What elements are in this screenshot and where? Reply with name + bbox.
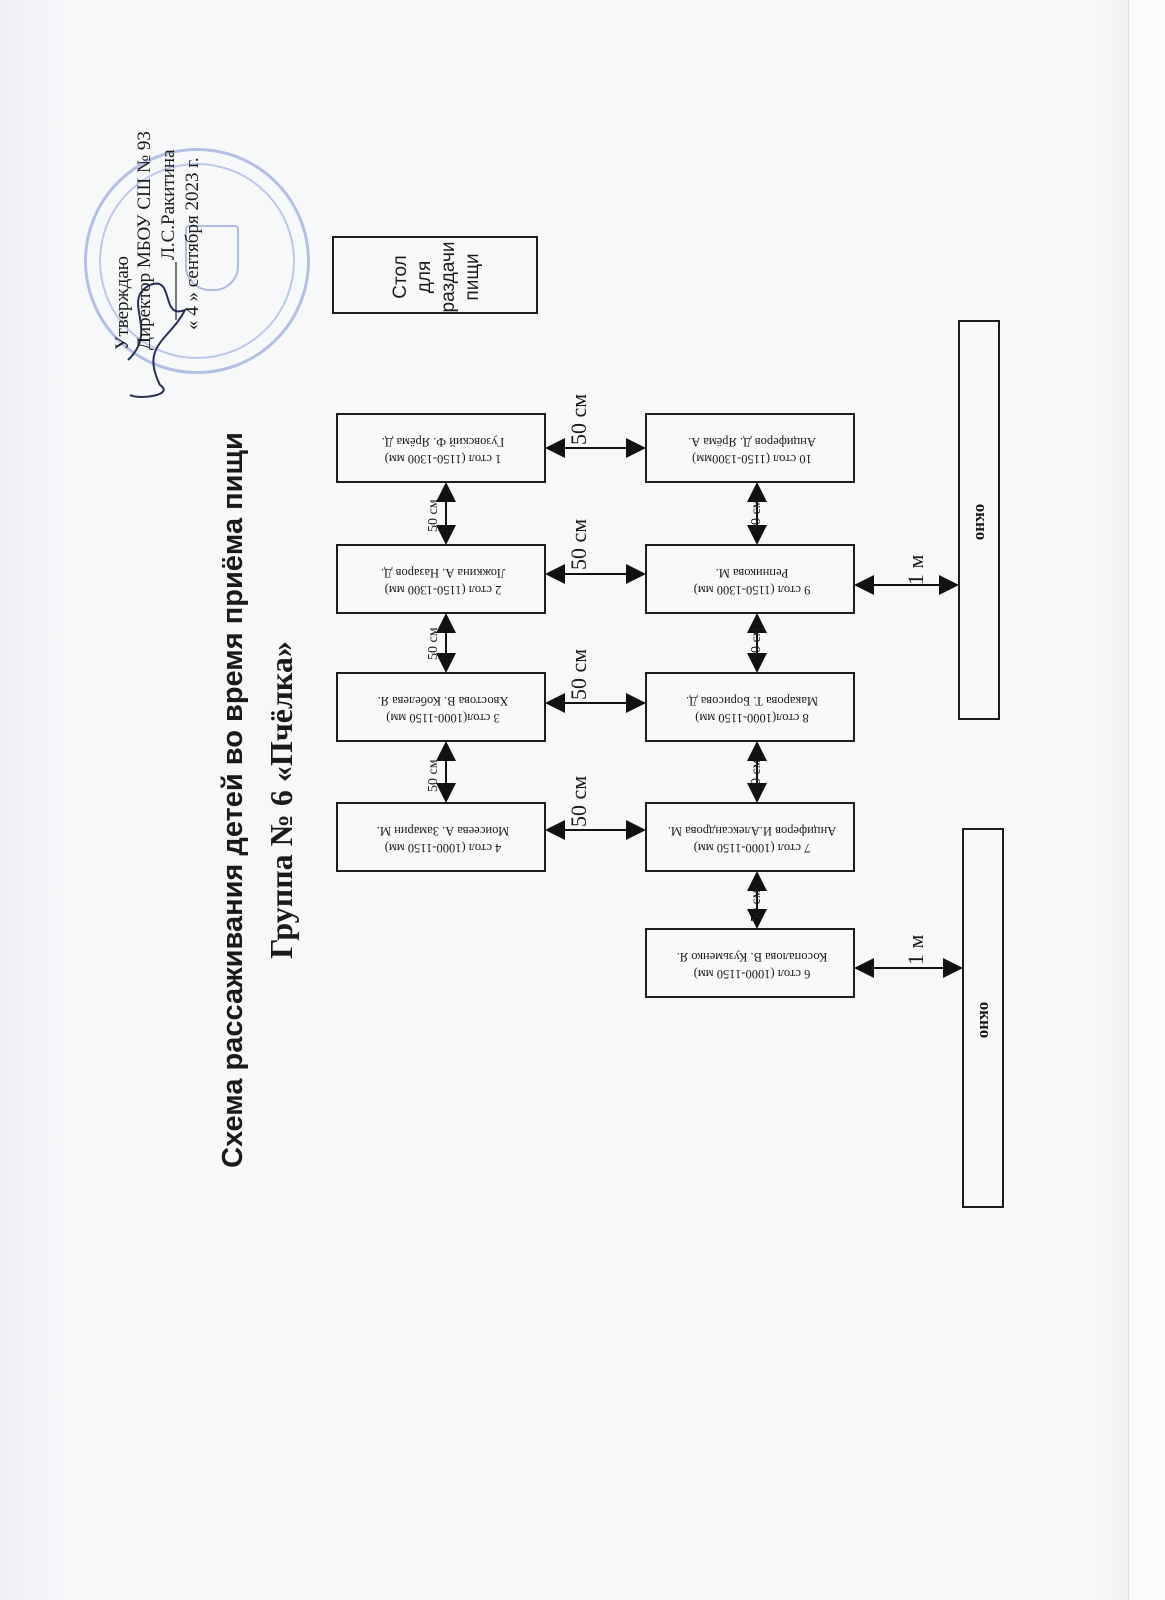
- dist-label-t2-t3: 50 см: [426, 627, 441, 660]
- dist-label-t6-window: 1 м: [903, 934, 928, 965]
- window-box-top: окно: [958, 320, 1000, 720]
- dist-label-t9-window: 1 м: [903, 554, 928, 585]
- dist-label-t7-t6: 50 см: [749, 889, 764, 922]
- dist-label-t8-t7: 50 см: [749, 759, 764, 792]
- dist-label-t1-t10: 50 см: [566, 393, 591, 445]
- dist-label-t4-t7: 50 см: [566, 775, 591, 827]
- seal-emblem: [185, 225, 239, 291]
- dist-label-t1-t2: 50 см: [426, 499, 441, 532]
- table-10: 10 стол (1150-1300мм) Анциферов Д. Ярёма…: [645, 413, 855, 483]
- dist-label-t10-t9: 50 см: [749, 499, 764, 532]
- dist-label-t2-t9: 50 см: [566, 518, 591, 570]
- paper-edge: [1128, 0, 1165, 1600]
- serving-table-box: Стол для раздачи пищи: [332, 236, 538, 314]
- table-6: 6 стол (1000-1150 мм) Косопалова В. Кузь…: [645, 928, 855, 998]
- dist-label-t3-t8: 50 см: [566, 648, 591, 700]
- signature: [127, 282, 188, 398]
- window-box-bottom: окно: [962, 828, 1004, 1208]
- table-4: 4 стол (1000-1150 мм) Моисеева А. Замари…: [336, 802, 546, 872]
- table-8: 8 стол(1000-1150 мм) Макарова Т. Борисов…: [645, 672, 855, 742]
- dist-label-t3-t4: 50 см: [426, 759, 441, 792]
- official-seal: [84, 148, 310, 374]
- dist-label-t9-t8: 50 см: [749, 627, 764, 660]
